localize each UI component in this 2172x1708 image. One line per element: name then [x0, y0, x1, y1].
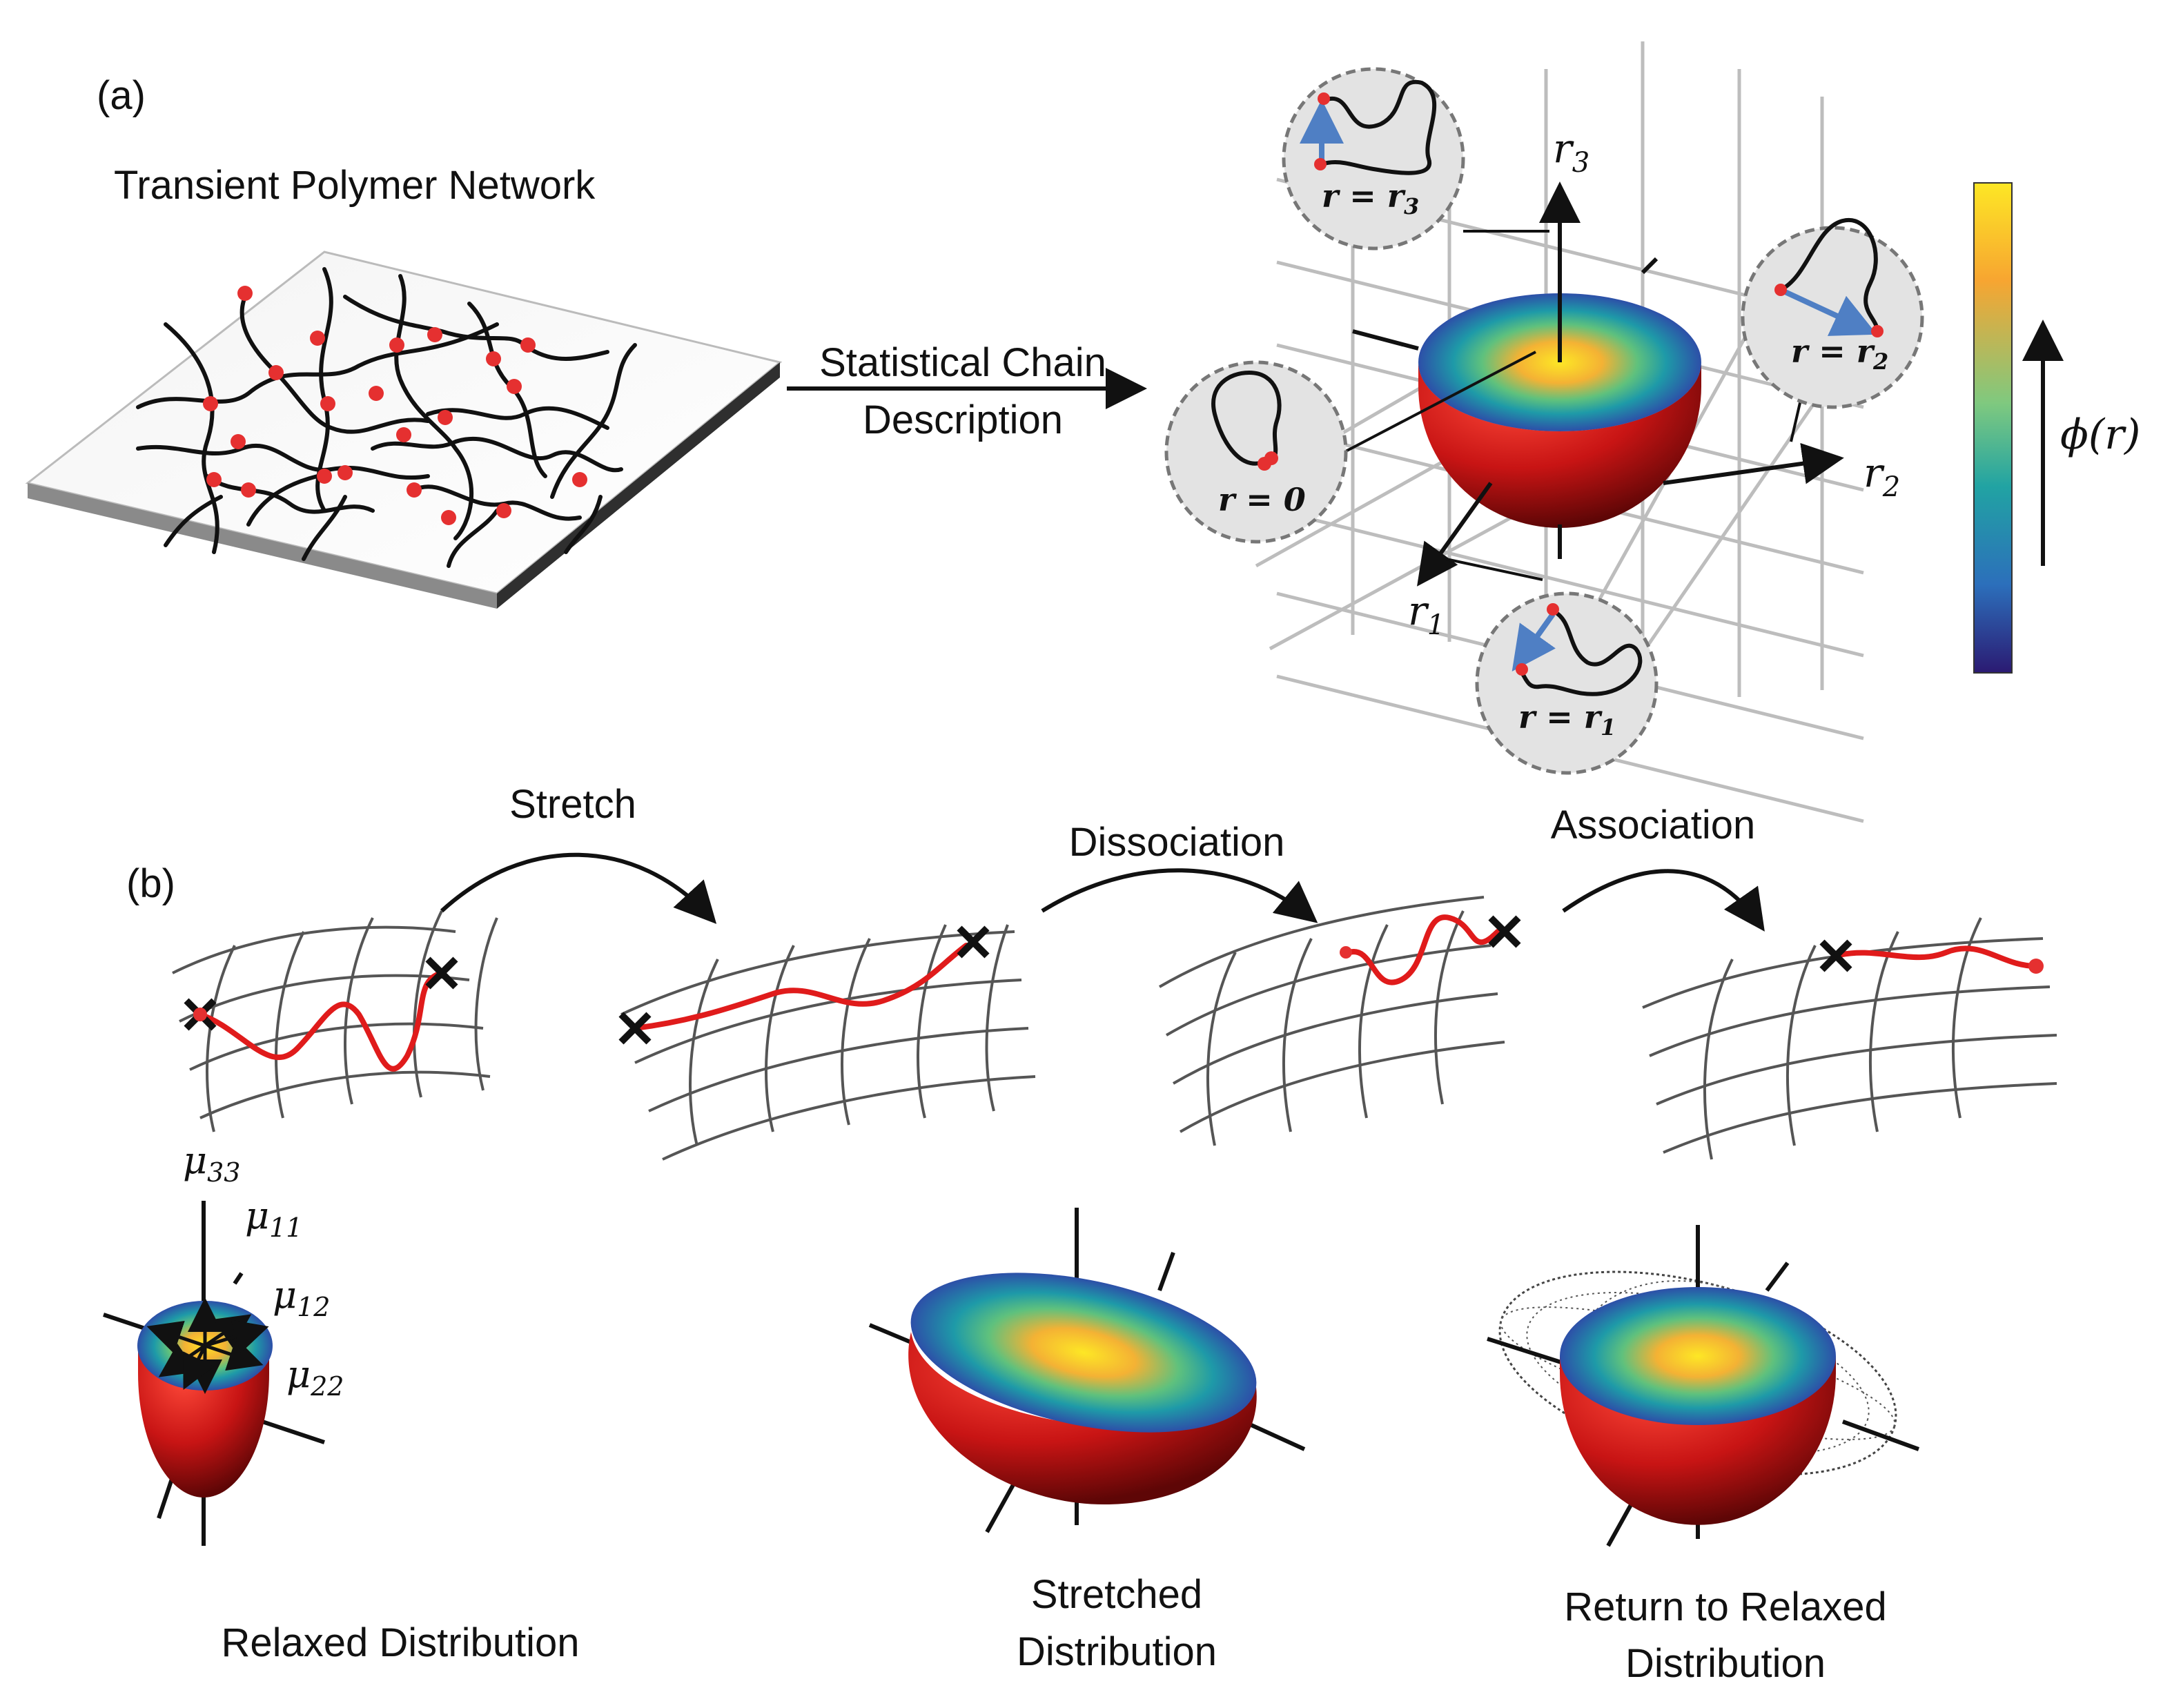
panel-a-label: (a) — [97, 73, 146, 118]
arrow-text-line1: Statistical Chain — [819, 340, 1106, 385]
colorbar-label: ϕ(r) — [2060, 411, 2140, 459]
step-dissociation: Dissociation — [1069, 820, 1285, 865]
inset-zero: r = 0 — [1164, 360, 1348, 544]
colorbar — [1973, 182, 2013, 674]
inset-r2: r = r2 — [1741, 217, 1924, 409]
caption-return-line2: Distribution — [1625, 1641, 1826, 1686]
mesh-relaxed — [172, 910, 498, 1132]
caption-relaxed: Relaxed Distribution — [221, 1620, 579, 1665]
svg-text:r = r3: r = r3 — [1322, 177, 1419, 219]
dissociation-arrow — [1041, 868, 1318, 923]
inset-r3: r = r3 — [1282, 67, 1465, 251]
stretched-hemisphere — [868, 1208, 1306, 1533]
caption-stretched-line2: Distribution — [1017, 1629, 1217, 1674]
panel-b-label: (b) — [126, 861, 175, 906]
distribution-axes — [1311, 181, 1844, 587]
mu12-label: μ12 — [273, 1273, 330, 1322]
mesh-association — [1642, 917, 2057, 1160]
svg-text:r = r2: r = r2 — [1791, 333, 1888, 375]
caption-stretched-line1: Stretched — [1031, 1572, 1202, 1617]
association-arrow — [1562, 869, 1765, 932]
inset-r1: r = r1 — [1475, 591, 1659, 775]
axis-r1-label: r1 — [1408, 587, 1445, 641]
step-stretch: Stretch — [509, 782, 636, 827]
mu11-label: μ11 — [245, 1194, 302, 1243]
step-association: Association — [1551, 803, 1756, 847]
caption-return-line1: Return to Relaxed — [1564, 1584, 1886, 1629]
svg-text:r = 0: r = 0 — [1218, 481, 1306, 518]
mesh-dissociation — [1158, 896, 1521, 1146]
network-title: Transient Polymer Network — [114, 163, 596, 208]
axis-r3-label: r3 — [1553, 125, 1589, 179]
mu-vectors — [146, 1297, 269, 1394]
mesh-stretched — [618, 924, 1036, 1161]
return-hemisphere — [1487, 1225, 1920, 1547]
axis-r2-label: r2 — [1863, 449, 1900, 503]
mu33-label: μ33 — [183, 1139, 240, 1188]
svg-text:r = r1: r = r1 — [1518, 698, 1616, 740]
crosslink-nodes — [203, 286, 587, 525]
arrow-text-line2: Description — [863, 397, 1063, 442]
stretch-arrow — [440, 852, 717, 924]
mu22-label: μ22 — [286, 1353, 344, 1402]
